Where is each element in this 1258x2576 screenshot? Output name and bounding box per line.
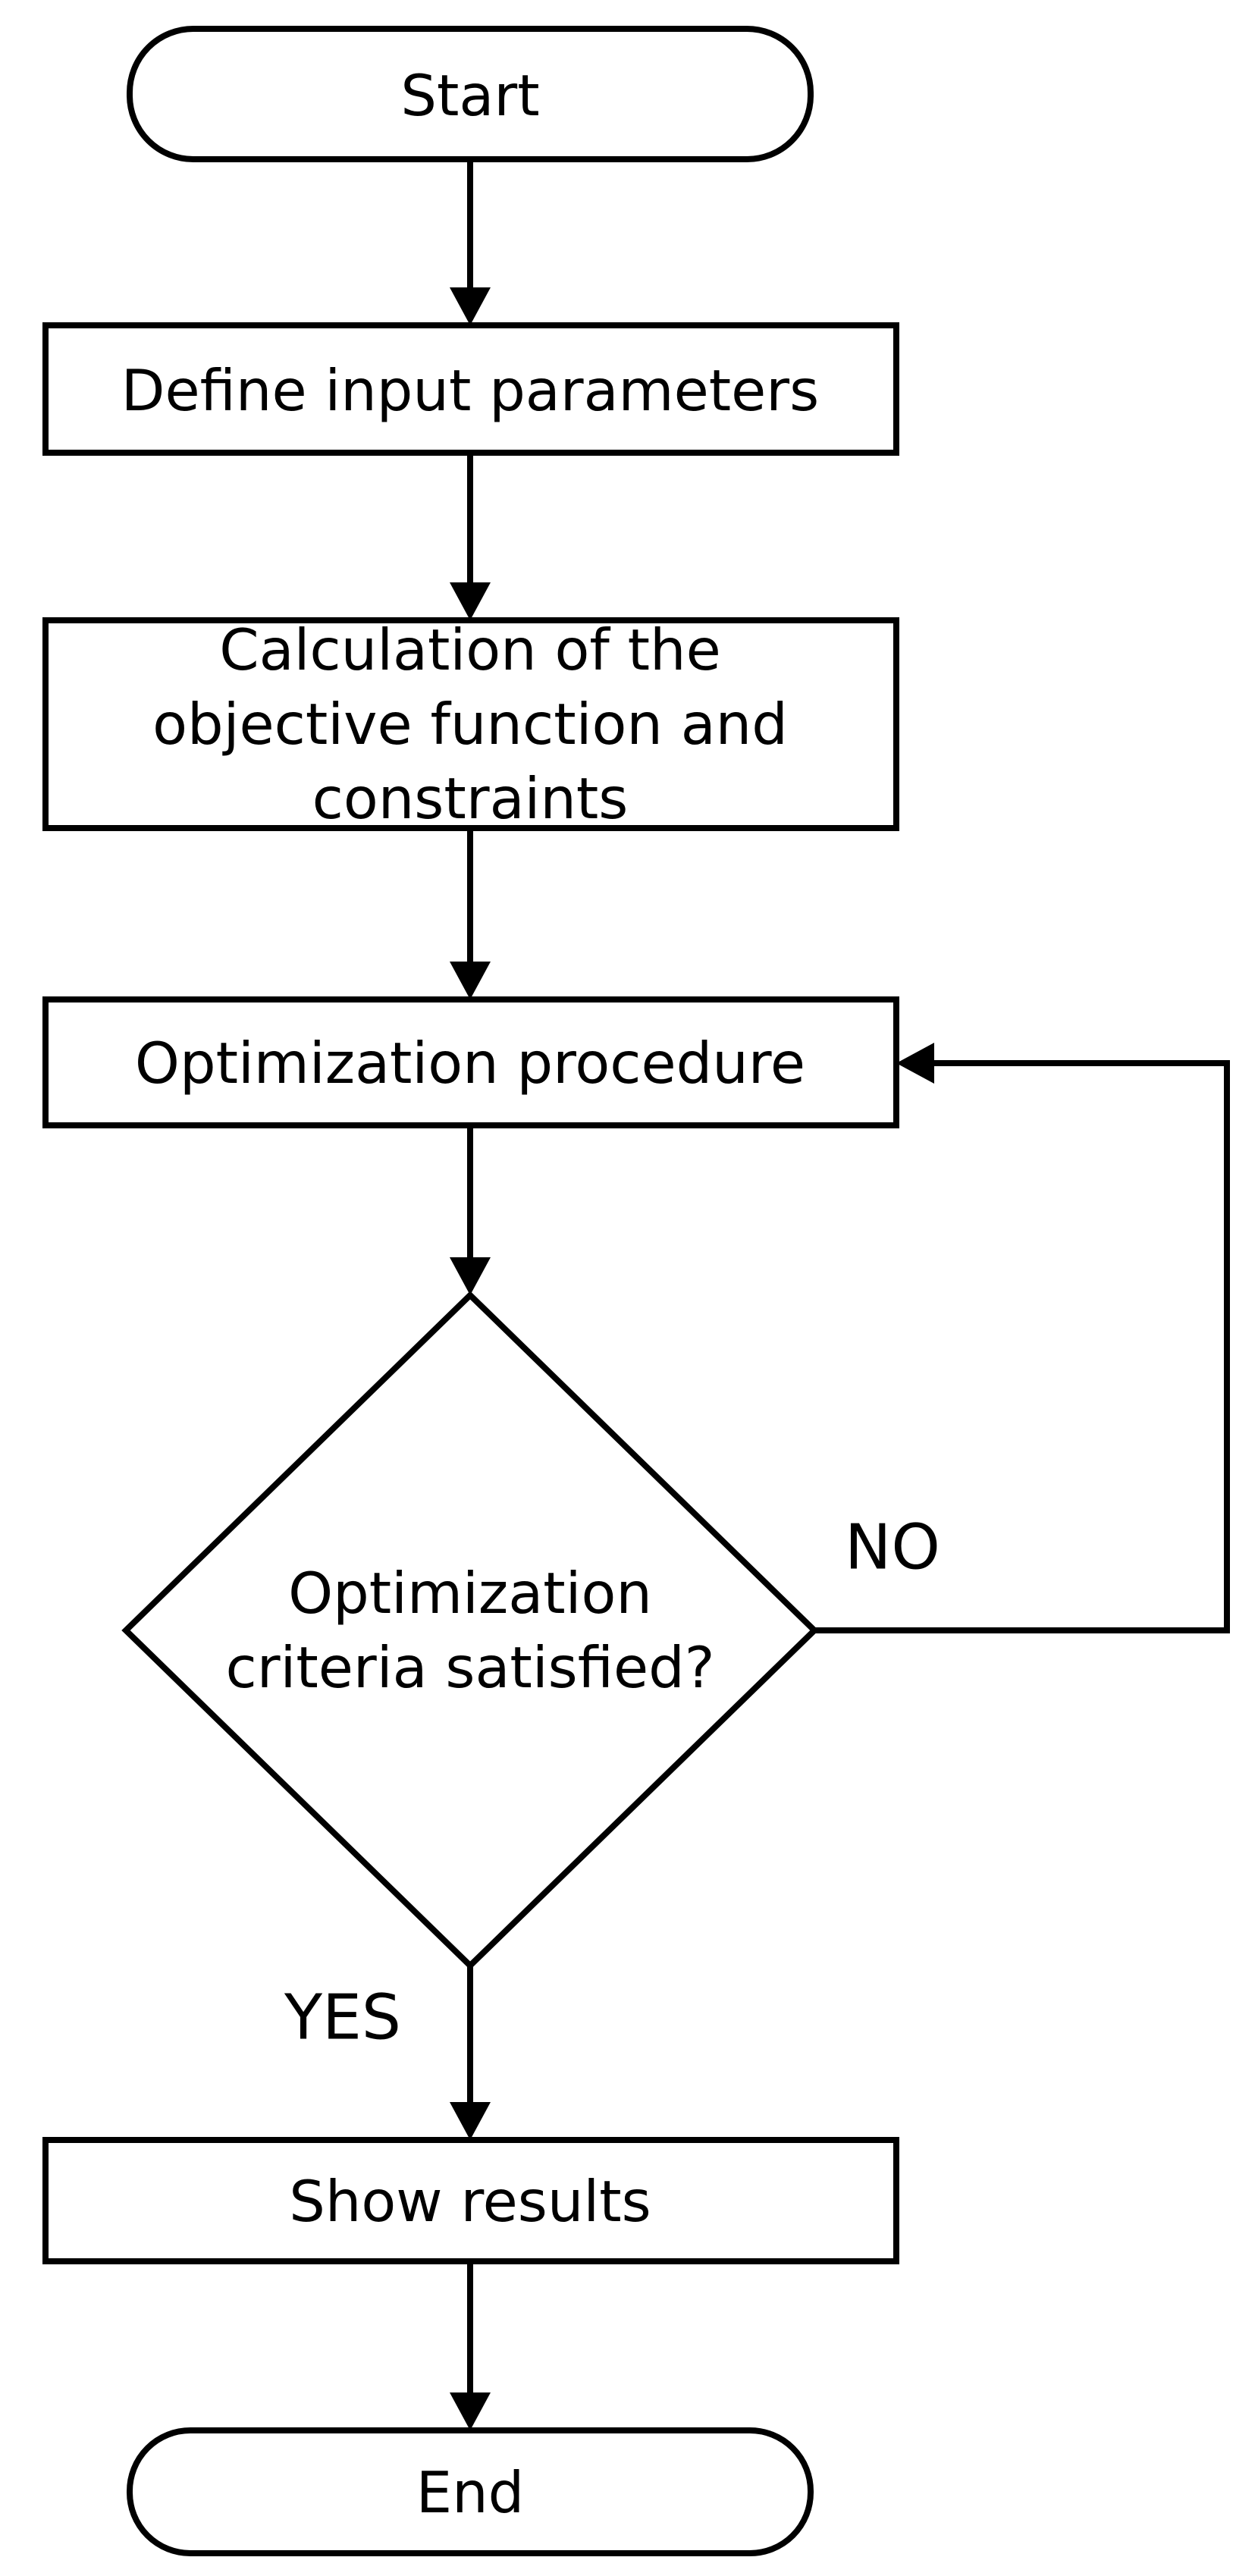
show-results-process-shape bbox=[42, 2137, 899, 2264]
arrowhead-down-icon bbox=[450, 582, 491, 620]
arrow-start-to-define bbox=[450, 161, 491, 325]
no-loop-line bbox=[814, 1060, 1230, 1633]
node-decision: Optimization criteria satisfied? bbox=[121, 1291, 819, 1970]
arrow-calculation-to-optimization bbox=[450, 828, 491, 999]
no-edge-label: NO bbox=[845, 1512, 940, 1584]
arrowhead-down-icon bbox=[450, 287, 491, 325]
node-start: Start bbox=[127, 26, 814, 162]
decision-label-line1: Optimization bbox=[288, 1560, 652, 1627]
calculation-process-shape bbox=[42, 617, 899, 831]
arrowhead-down-icon bbox=[450, 962, 491, 999]
yes-edge-label: YES bbox=[284, 1982, 401, 2054]
start-terminator-shape bbox=[127, 26, 814, 162]
arrow-define-to-calculation bbox=[450, 453, 491, 620]
arrowhead-left-icon bbox=[896, 1043, 934, 1084]
arrowhead-down-icon bbox=[450, 2102, 491, 2140]
arrowhead-down-icon bbox=[450, 1257, 491, 1295]
define-inputs-process-shape bbox=[42, 322, 899, 456]
node-define-inputs: Define input parameters bbox=[42, 322, 899, 456]
calculation-label-line1: Calculation of the bbox=[219, 617, 720, 683]
arrow-optimization-to-decision bbox=[450, 1125, 491, 1295]
node-end: End bbox=[127, 2427, 814, 2556]
calculation-label-line2: objective function and bbox=[152, 691, 788, 758]
end-terminator-shape bbox=[127, 2427, 814, 2556]
edge-no-loop: NO bbox=[814, 1043, 1230, 1633]
start-label: Start bbox=[400, 62, 539, 129]
edge-yes: YES bbox=[284, 1966, 491, 2140]
arrowhead-down-icon bbox=[450, 2392, 491, 2430]
optimization-label: Optimization procedure bbox=[135, 1030, 805, 1097]
decision-label-line2: criteria satisfied? bbox=[225, 1634, 714, 1701]
arrow-show-to-end bbox=[450, 2261, 491, 2430]
node-calculation: Calculation of the objective function an… bbox=[42, 617, 899, 832]
calculation-label-line3: constraints bbox=[312, 765, 629, 832]
show-results-label: Show results bbox=[289, 2168, 651, 2235]
node-optimization: Optimization procedure bbox=[42, 996, 899, 1128]
node-show-results: Show results bbox=[42, 2137, 899, 2264]
define-inputs-label: Define input parameters bbox=[121, 357, 819, 424]
end-label: End bbox=[416, 2459, 525, 2526]
